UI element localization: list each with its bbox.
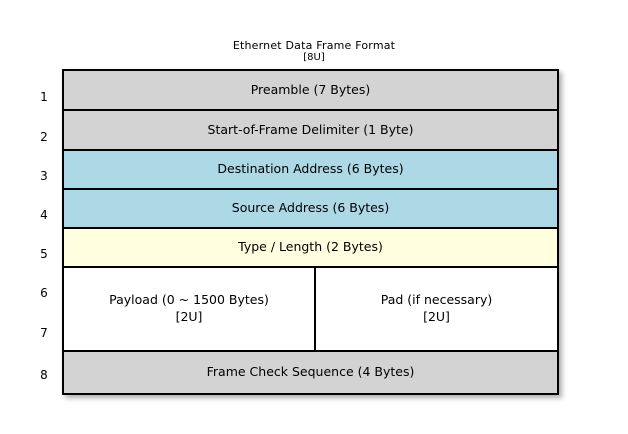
- diagram-subtitle: [8U]: [303, 51, 325, 63]
- row-number-gutter: 1 2 3 4 5 6 7 8: [30, 69, 58, 395]
- frame-field-preamble-label: Preamble (7 Bytes): [250, 81, 371, 97]
- row-number-2: 2: [40, 130, 48, 144]
- frame-field-preamble: Preamble (7 Bytes): [64, 71, 557, 111]
- frame-field-start-of-frame-delimiter: Start-of-Frame Delimiter (1 Byte): [64, 111, 557, 151]
- frame-field-frame-check-sequence-label: Frame Check Sequence (4 Bytes): [206, 364, 415, 380]
- frame-field-payload-sublabel: [2U]: [175, 309, 203, 324]
- frame-field-pad-label: Pad (if necessary) [2U]: [381, 292, 493, 326]
- diagram-title-block: Ethernet Data Frame Format [8U]: [0, 40, 628, 63]
- diagram-title: Ethernet Data Frame Format: [232, 39, 396, 52]
- row-number-4: 4: [40, 208, 48, 222]
- frame-field-pad-title: Pad (if necessary): [380, 292, 493, 308]
- frame-format-table: Preamble (7 Bytes) Start-of-Frame Delimi…: [62, 69, 559, 395]
- frame-field-payload-label: Payload (0 ~ 1500 Bytes) [2U]: [109, 292, 269, 326]
- frame-field-source-address-label: Source Address (6 Bytes): [231, 200, 390, 216]
- frame-field-start-of-frame-delimiter-label: Start-of-Frame Delimiter (1 Byte): [207, 121, 414, 137]
- frame-field-destination-address-label: Destination Address (6 Bytes): [217, 161, 404, 177]
- row-number-7: 7: [40, 326, 48, 340]
- frame-field-destination-address: Destination Address (6 Bytes): [64, 151, 557, 190]
- row-number-8: 8: [40, 368, 48, 382]
- frame-field-payload-title: Payload (0 ~ 1500 Bytes): [109, 292, 269, 308]
- frame-field-payload: Payload (0 ~ 1500 Bytes) [2U]: [64, 268, 316, 350]
- row-number-1: 1: [40, 90, 48, 104]
- frame-field-pad: Pad (if necessary) [2U]: [316, 268, 557, 350]
- frame-field-source-address: Source Address (6 Bytes): [64, 190, 557, 229]
- frame-field-frame-check-sequence: Frame Check Sequence (4 Bytes): [64, 352, 557, 393]
- frame-field-pad-sublabel: [2U]: [423, 309, 450, 324]
- row-number-3: 3: [40, 169, 48, 183]
- frame-field-type-length: Type / Length (2 Bytes): [64, 229, 557, 268]
- row-number-5: 5: [40, 247, 48, 261]
- frame-field-type-length-label: Type / Length (2 Bytes): [238, 239, 383, 255]
- row-number-6: 6: [40, 286, 48, 300]
- frame-field-payload-pad-row: Payload (0 ~ 1500 Bytes) [2U] Pad (if ne…: [64, 268, 557, 352]
